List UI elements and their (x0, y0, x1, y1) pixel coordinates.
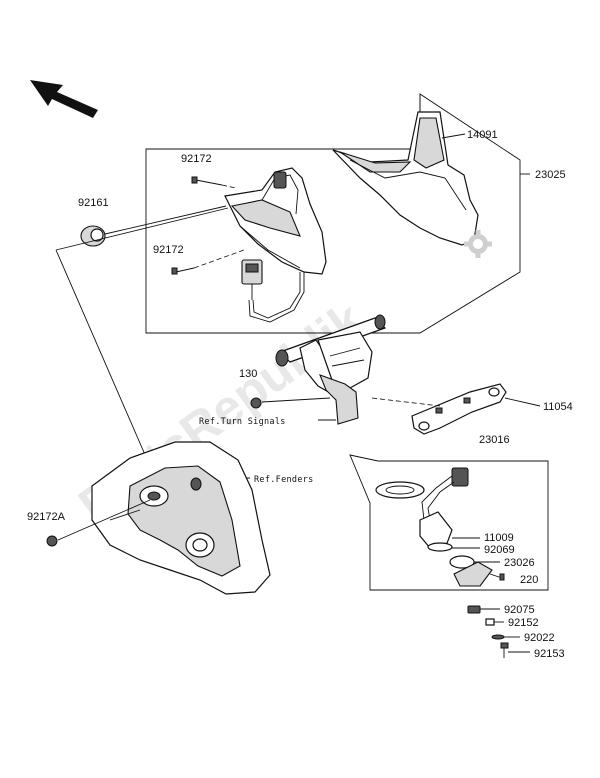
label-92069: 92069 (484, 544, 515, 556)
label-23016: 23016 (479, 434, 510, 446)
screw-92172-mid (171, 249, 245, 275)
screw-92172-top (191, 176, 237, 189)
lamp-cover (453, 561, 493, 587)
label-92161: 92161 (78, 197, 109, 209)
label-130: 130 (239, 368, 257, 380)
license-lamp-group-frame (349, 454, 549, 591)
clamp-130 (250, 397, 331, 409)
lamp-housing-11009 (419, 511, 480, 549)
screw-220 (489, 573, 505, 581)
gear-icon (464, 230, 492, 258)
label-92152: 92152 (508, 617, 539, 629)
label-220: 220 (520, 574, 538, 586)
taillight-body (224, 167, 327, 275)
label-92172a: 92172A (27, 511, 66, 523)
bracket-11054 (371, 383, 507, 435)
label-23026: 23026 (504, 557, 535, 569)
bolt-92153 (500, 642, 530, 658)
nut-92172a (46, 499, 151, 547)
leader-line (504, 397, 541, 407)
taillight-wiring-harness (241, 259, 305, 323)
label-92172-top: 92172 (181, 153, 212, 165)
label-14091: 14091 (467, 129, 498, 141)
leader-line (55, 249, 157, 481)
label-92153: 92153 (534, 648, 565, 660)
label-92075: 92075 (504, 604, 535, 616)
grommet-92161 (80, 205, 227, 247)
label-11054: 11054 (543, 401, 573, 413)
spacer-92075 (467, 605, 500, 614)
front-direction-arrow-icon (30, 80, 98, 118)
gasket-92069 (427, 542, 480, 552)
leader-line (441, 133, 466, 139)
washer-92022 (491, 634, 520, 640)
license-lamp-plate (375, 481, 425, 499)
leader-line (55, 207, 229, 251)
license-lamp-wiring (421, 467, 469, 521)
label-92022: 92022 (524, 632, 555, 644)
label-11009: 11009 (484, 532, 514, 544)
lens-23026 (449, 555, 500, 569)
ref-turn-signals: Ref.Turn Signals (199, 417, 286, 427)
collar-92152 (485, 618, 504, 626)
label-23025: 23025 (535, 169, 566, 181)
lens-cover-14091 (332, 111, 479, 246)
ref-fenders: Ref.Fenders (254, 475, 314, 485)
label-92172-mid: 92172 (153, 244, 184, 256)
license-bracket-frame (275, 314, 387, 425)
rear-fender (91, 441, 271, 595)
